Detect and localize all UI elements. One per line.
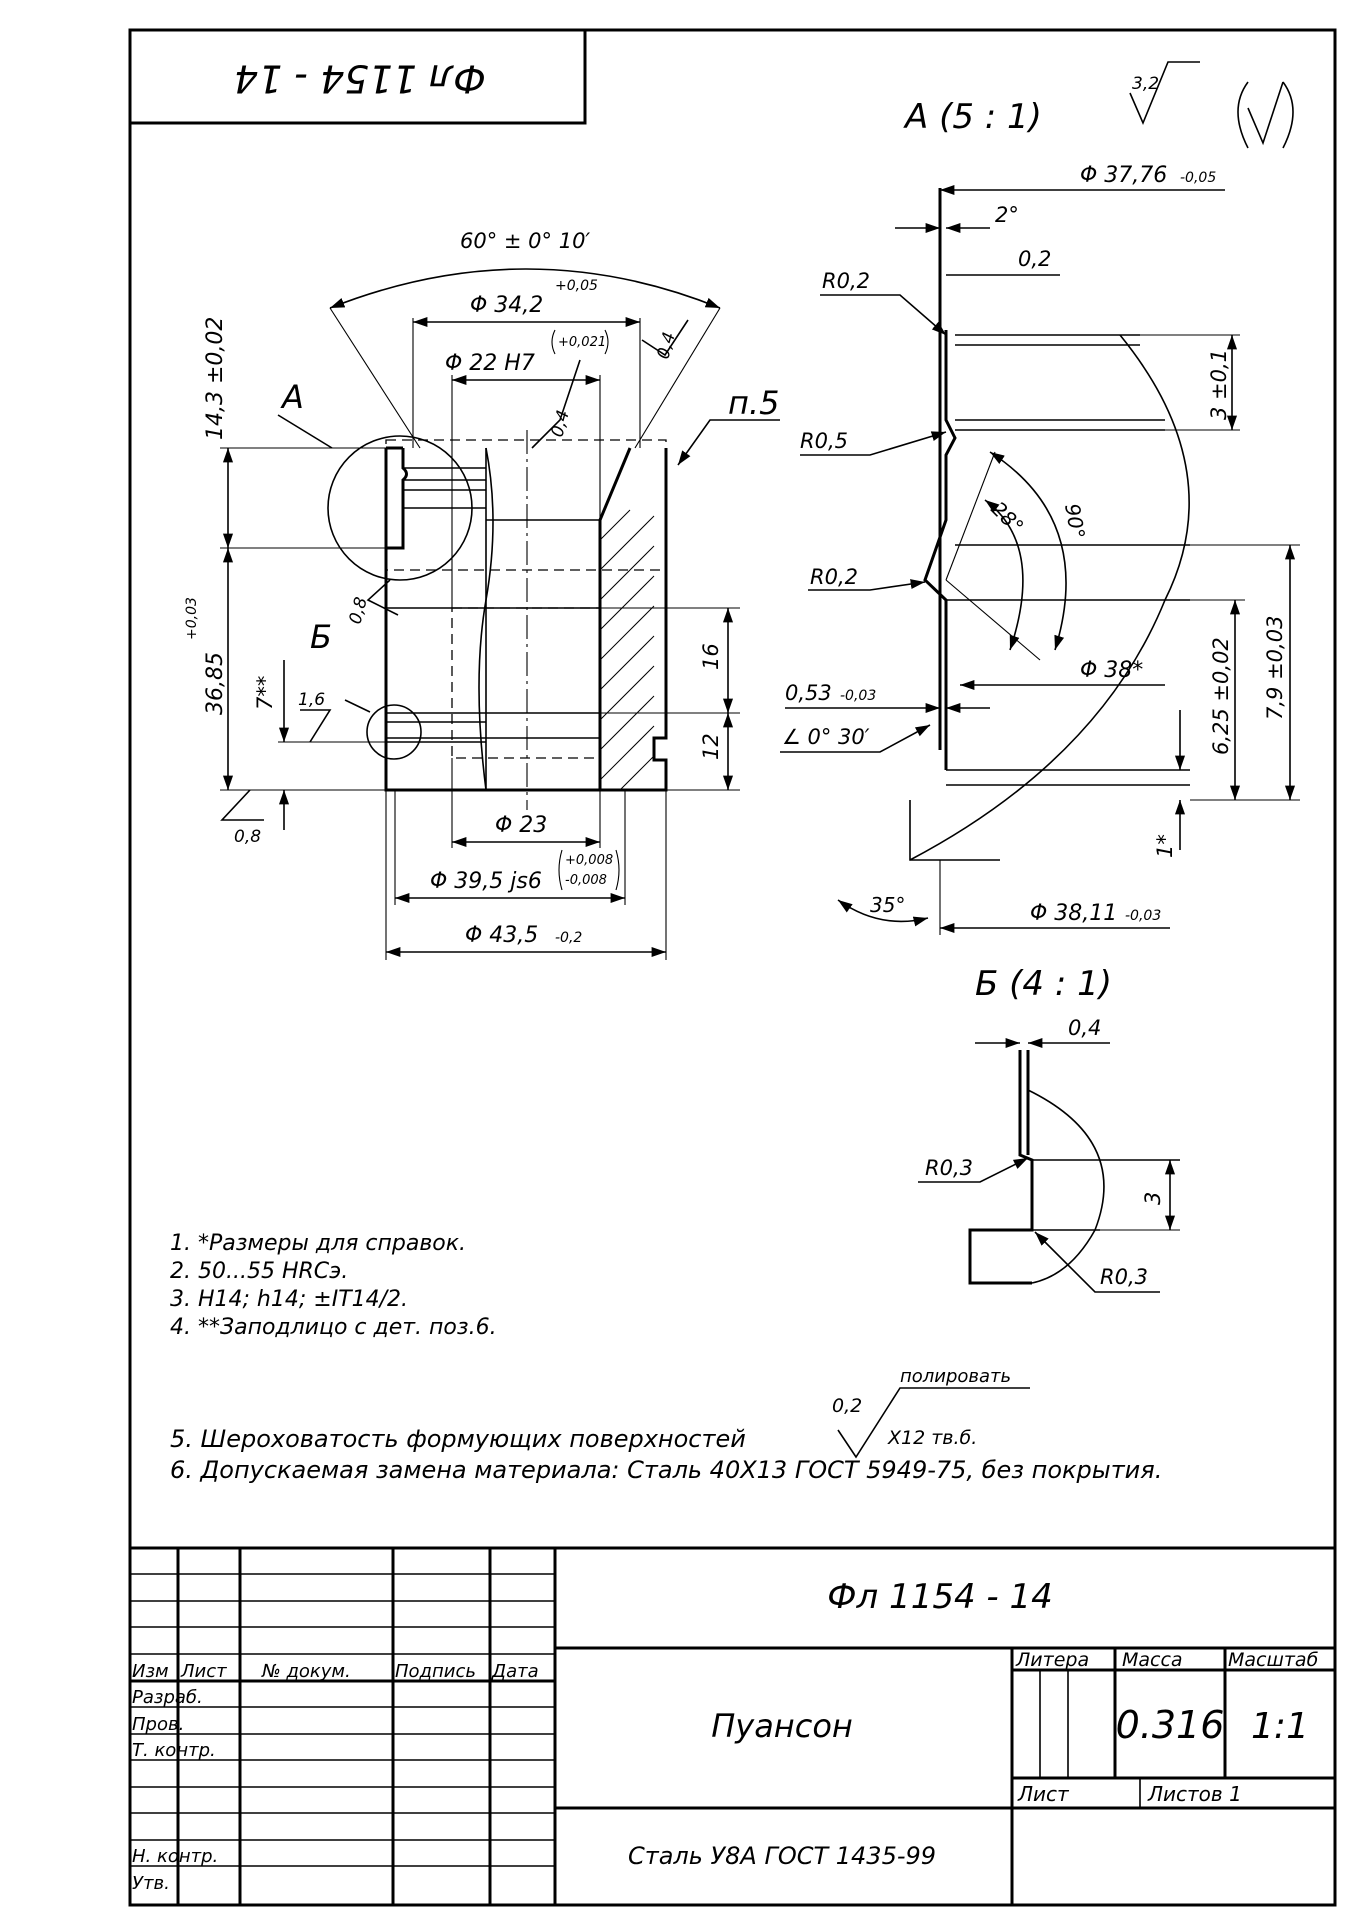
tb-sheet-label: Лист xyxy=(1017,1782,1070,1806)
note-5-roughness-symbol: 0,2 полировать X12 тв.б. xyxy=(832,1366,1030,1459)
outer-frame xyxy=(128,28,1337,1907)
roughness-0-8-b: 0,8 xyxy=(220,789,264,847)
general-roughness-symbol: 3,2 xyxy=(1129,61,1294,149)
dim-angle-60: 60° ± 0° 10′ xyxy=(460,229,590,253)
dim-36-85: 36,85 xyxy=(203,652,228,715)
rough-0-8-b-text: 0,8 xyxy=(234,827,261,847)
va-d02: 0,2 xyxy=(1018,247,1051,271)
tb-scale-value: 1:1 xyxy=(1251,1706,1309,1747)
dim-d34-tol: +0,05 xyxy=(555,278,598,294)
dim-d39-tol-up: +0,008 xyxy=(565,853,613,868)
rough-1-6-text: 1,6 xyxy=(298,690,325,710)
note-5: 5. Шероховатость формующих поверхностей xyxy=(170,1425,746,1453)
va-angle-030: ∠ 0° 30′ xyxy=(782,725,870,749)
tb-material: Сталь У8А ГОСТ 1435-99 xyxy=(628,1842,936,1870)
view-a-title: А (5 : 1) xyxy=(903,97,1042,137)
dim-12: 12 xyxy=(699,733,723,760)
tb-hdr-list: Лист xyxy=(180,1661,227,1682)
vb-d3: 3 xyxy=(1141,1192,1165,1205)
note-4: 4. **Заподлицо с дет. поз.6. xyxy=(170,1315,497,1340)
va-d053: 0,53 xyxy=(785,681,832,705)
va-d3811: Φ 38,11 xyxy=(1030,901,1117,926)
va-d37: Φ 37,76 xyxy=(1080,163,1167,188)
dim-d22-tol: +0,021 xyxy=(558,335,606,350)
rough-0-4-b-text: 0,4 xyxy=(654,330,680,361)
tb-col-litera: Литера xyxy=(1015,1649,1089,1671)
view-a: А (5 : 1) Φ 37,76 -0,05 2° 0,2 R0,2 R0,5 xyxy=(780,97,1300,935)
note-5-value: 0,2 xyxy=(832,1395,862,1417)
title-block: Изм Лист № докум. Подпись Дата Разраб. П… xyxy=(130,1546,1335,1905)
tb-hdr-date: Дата xyxy=(491,1661,539,1682)
tb-hdr-doc: № докум. xyxy=(261,1661,351,1682)
tb-sheets-label: Листов 1 xyxy=(1147,1782,1242,1806)
tb-row-prov: Пров. xyxy=(132,1714,184,1735)
tb-part-name: Пуансон xyxy=(711,1707,853,1745)
rotated-stamp-box xyxy=(128,28,587,125)
rough-0-4-a-text: 0,4 xyxy=(548,408,574,439)
rough-0-8-a-text: 0,8 xyxy=(346,595,372,626)
va-angle-2: 2° xyxy=(995,203,1019,227)
tb-row-utv: Утв. xyxy=(132,1873,170,1894)
va-d3: 3 ±0,1 xyxy=(1207,349,1231,420)
roughness-1-6: 1,6 xyxy=(298,690,332,743)
va-d37-tol: -0,05 xyxy=(1180,170,1216,186)
tb-col-masshtab: Масштаб xyxy=(1228,1649,1319,1671)
va-r05: R0,5 xyxy=(800,429,848,453)
tb-row-nkontr: Н. контр. xyxy=(132,1846,218,1867)
va-angle-90: 90° xyxy=(1060,502,1090,541)
va-angle-35: 35° xyxy=(870,893,905,917)
dim-d34: Φ 34,2 xyxy=(470,293,543,318)
va-r02-mid: R0,2 xyxy=(810,565,858,589)
view-b-title: Б (4 : 1) xyxy=(975,964,1112,1004)
va-d79: 7,9 ±0,03 xyxy=(1263,616,1287,720)
va-d38: Φ 38* xyxy=(1080,658,1143,683)
note-5-polish: полировать xyxy=(900,1366,1011,1387)
roughness-0-4-a: 0,4 xyxy=(531,359,581,449)
tb-designation: Фл 1154 - 14 xyxy=(827,1577,1052,1617)
dim-d43: Φ 43,5 xyxy=(465,923,538,948)
tb-row-tkontr: Т. контр. xyxy=(132,1740,216,1761)
dim-d43-tol: -0,2 xyxy=(555,930,582,946)
tb-col-massa: Масса xyxy=(1122,1649,1183,1671)
note-1: 1. *Размеры для справок. xyxy=(170,1231,466,1256)
tb-row-razrab: Разраб. xyxy=(132,1687,203,1708)
vb-d04: 0,4 xyxy=(1068,1016,1101,1040)
dim-36-85-tol: +0,03 xyxy=(184,597,200,640)
rotated-stamp-text: Фл 1154 - 14 xyxy=(234,57,486,101)
va-d053-tol: -0,03 xyxy=(840,688,876,704)
label-p5: п.5 xyxy=(728,384,779,422)
dim-d39-tol-dn: -0,008 xyxy=(565,873,607,888)
va-d1: 1* xyxy=(1153,834,1177,858)
tb-hdr-izm: Изм xyxy=(132,1661,169,1682)
note-6: 6. Допускаемая замена материала: Сталь 4… xyxy=(170,1456,1162,1484)
dim-d39: Φ 39,5 js6 xyxy=(430,869,542,894)
va-r02-top: R0,2 xyxy=(822,269,870,293)
roughness-0-4-b: 0,4 xyxy=(641,319,689,361)
general-roughness-value: 3,2 xyxy=(1132,74,1159,94)
label-a: А xyxy=(280,378,304,416)
dim-16: 16 xyxy=(699,643,723,670)
vb-r03-b: R0,3 xyxy=(1100,1265,1148,1289)
tb-hdr-sign: Подпись xyxy=(395,1661,476,1682)
label-b: Б xyxy=(310,618,332,656)
note-2: 2. 50...55 HRCэ. xyxy=(170,1259,348,1284)
note-5-extra: X12 тв.б. xyxy=(887,1427,977,1449)
view-b: Б (4 : 1) 0,4 R0,3 3 R0,3 xyxy=(918,964,1180,1293)
vb-r03-a: R0,3 xyxy=(925,1156,973,1180)
dim-14-3: 14,3 ±0,02 xyxy=(203,317,228,440)
dim-d22: Φ 22 H7 xyxy=(445,351,535,376)
dim-d23: Φ 23 xyxy=(495,813,547,838)
va-angle-28: 28° xyxy=(986,497,1028,539)
dim-7: 7** xyxy=(253,676,277,710)
notes-block: 1. *Размеры для справок. 2. 50...55 HRCэ… xyxy=(170,1231,1162,1484)
roughness-0-8-a: 0,8 xyxy=(346,579,399,626)
tb-mass-value: 0.316 xyxy=(1116,1703,1225,1747)
main-view: А Б п.5 60° ± 0° 10′ Φ 34,2 +0,05 Φ 22 H… xyxy=(184,229,780,960)
va-d3811-tol: -0,03 xyxy=(1125,908,1161,924)
va-d625: 6,25 ±0,02 xyxy=(1209,637,1233,755)
note-3: 3. H14; h14; ±IT14/2. xyxy=(170,1287,408,1312)
